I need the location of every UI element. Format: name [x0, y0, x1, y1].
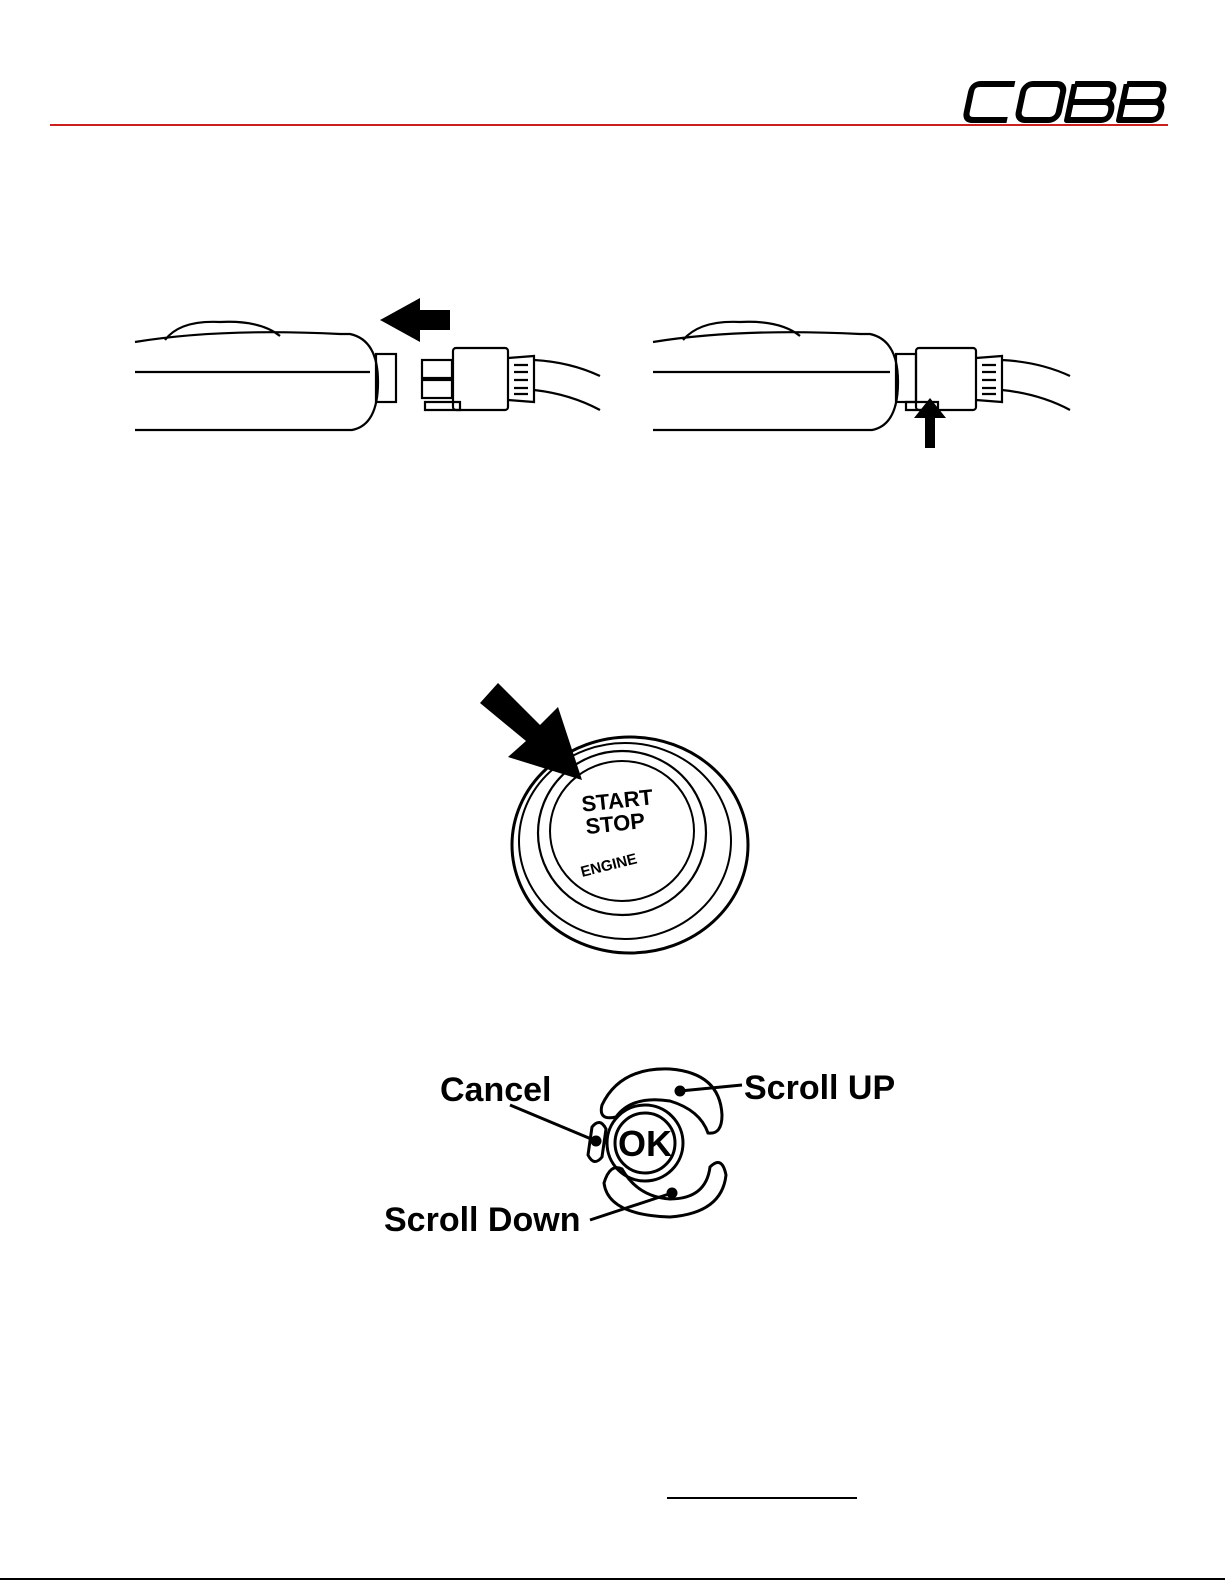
stop-label: STOP [584, 808, 646, 839]
scroll-up-label: Scroll UP [744, 1069, 895, 1107]
footer-link-underline [667, 1497, 857, 1499]
arrow-left-icon [380, 298, 450, 342]
control-buttons-figure: OK Cancel Scroll UP Scroll Down [370, 1055, 930, 1255]
cobb-logo [960, 78, 1170, 126]
cancel-label: Cancel [440, 1071, 552, 1109]
footer-rule [0, 1578, 1225, 1580]
device-left [135, 322, 600, 430]
scroll-down-label: Scroll Down [384, 1201, 580, 1239]
arrow-up-icon [914, 398, 946, 448]
device-right [653, 322, 1070, 430]
press-arrow-icon [480, 683, 582, 780]
cable-connection-figure [120, 290, 1120, 460]
start-stop-button-figure: START STOP ENGINE [470, 665, 770, 955]
ok-button-label: OK [618, 1123, 672, 1164]
header-rule [50, 124, 1168, 126]
engine-label: ENGINE [579, 850, 639, 880]
